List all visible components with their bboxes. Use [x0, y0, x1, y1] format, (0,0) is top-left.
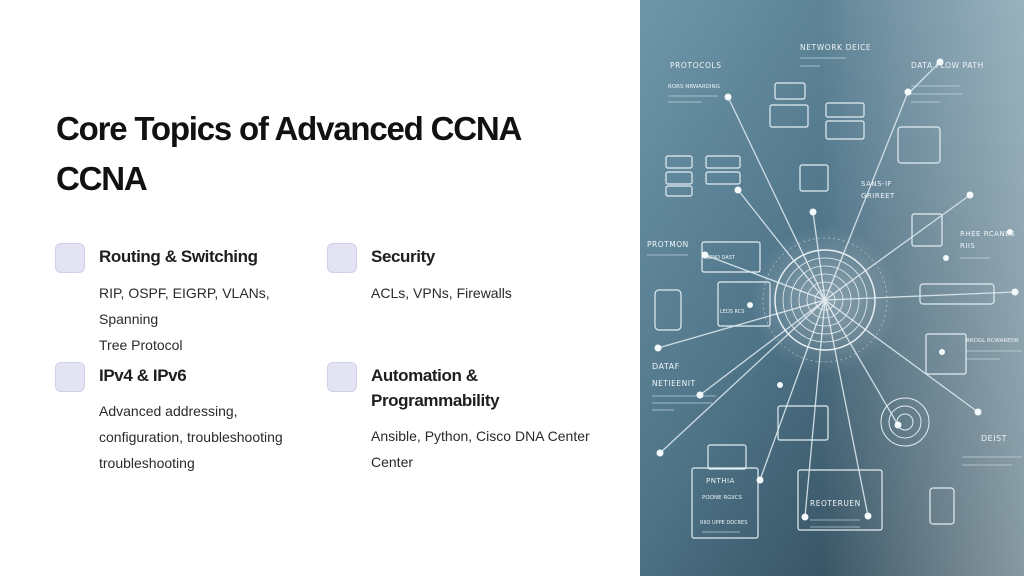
topic-title-automation-line-1: Automation & [371, 366, 478, 385]
topic-title-routing: Routing & Switching [99, 244, 329, 269]
topic-title-routing-line-1: Routing & Switching [99, 247, 258, 266]
topic-desc-ip-line-3: troubleshooting [99, 455, 195, 471]
label-protmon: PROTMON [647, 240, 689, 249]
gauge-dial [880, 397, 930, 447]
slide-title: Core Topics of Advanced CCNA CCNA [56, 104, 616, 204]
slide-title-line-1: Core Topics of Advanced CCNA [56, 110, 522, 147]
label-poone: POONE RGIICS [702, 495, 742, 501]
label-riis: RIIS [960, 242, 975, 250]
topic-desc-ip-line-2: configuration, troubleshooting [99, 429, 283, 445]
topic-desc-ip: Advanced addressing, configuration, trou… [99, 398, 324, 476]
hub-glow [750, 225, 900, 375]
topic-desc-routing: RIP, OSPF, EIGRP, VLANs, Spanning Tree P… [99, 280, 324, 358]
slide-title-line-2: CCNA [56, 160, 148, 197]
label-rio: RIIO UPPE DDCRES [700, 520, 747, 526]
device-boxes [654, 82, 995, 539]
label-rrogl: RROGL RCWAREOR [966, 338, 1019, 344]
topic-title-ip: IPv4 & IPv6 [99, 363, 329, 388]
label-deist: DEIST [981, 434, 1007, 443]
label-send-dast: SEND DAST [706, 255, 736, 261]
topic-desc-routing-line-1: RIP, OSPF, EIGRP, VLANs, Spanning [99, 285, 270, 327]
topic-badge-automation [327, 362, 357, 392]
label-netieenit: NETIEENIT [652, 379, 696, 388]
topic-desc-routing-line-2: Tree Protocol [99, 337, 183, 353]
topic-desc-automation: Ansible, Python, Cisco DNA Center Center [371, 423, 596, 475]
topic-badge-ip [55, 362, 85, 392]
topic-desc-automation-line-1: Ansible, Python, Cisco DNA Center [371, 428, 590, 444]
central-hub [762, 237, 888, 363]
slide-content: Core Topics of Advanced CCNA CCNA Routin… [55, 104, 616, 476]
topic-desc-security: ACLs, VPNs, Firewalls [371, 280, 596, 306]
topic-title-security-line-1: Security [371, 247, 435, 266]
label-data-flow-path: DATA FLOW PATH [911, 61, 984, 70]
topic-title-automation: Automation & Programmability [371, 363, 601, 413]
network-illustration: PROTOCOLS NETWORK DEICE DATA FLOW PATH R… [640, 0, 1024, 576]
label-protocols: PROTOCOLS [670, 61, 722, 70]
topic-title-automation-line-2: Programmability [371, 391, 500, 410]
text-placeholders [647, 57, 1022, 533]
label-dataf: DATAF [652, 362, 680, 371]
label-pntiha: PNTHIA [706, 477, 735, 485]
topic-title-security: Security [371, 244, 601, 269]
network-diagram-image: PROTOCOLS NETWORK DEICE DATA FLOW PATH R… [640, 0, 1024, 576]
topic-badge-security [327, 243, 357, 273]
label-rors: RORS NRWARDING [668, 84, 720, 90]
label-ledn: LEDS RCS [720, 309, 744, 315]
topic-desc-automation-line-2: Center [371, 454, 414, 470]
topic-title-ip-line-1: IPv4 & IPv6 [99, 366, 187, 385]
label-network-device: NETWORK DEICE [800, 43, 871, 52]
label-grireet: GRIREET [861, 192, 895, 200]
topic-badge-routing [55, 243, 85, 273]
label-reotenen: REOTERUEN [810, 499, 861, 508]
label-sans: SANS-IF [861, 180, 892, 188]
label-rhee: RHEE RCANES [960, 230, 1015, 238]
network-nodes [654, 58, 1019, 521]
diagram-labels: PROTOCOLS NETWORK DEICE DATA FLOW PATH R… [647, 43, 1019, 526]
topic-desc-security-line-1: ACLs, VPNs, Firewalls [371, 285, 512, 301]
topic-desc-ip-line-1: Advanced addressing, [99, 403, 238, 419]
